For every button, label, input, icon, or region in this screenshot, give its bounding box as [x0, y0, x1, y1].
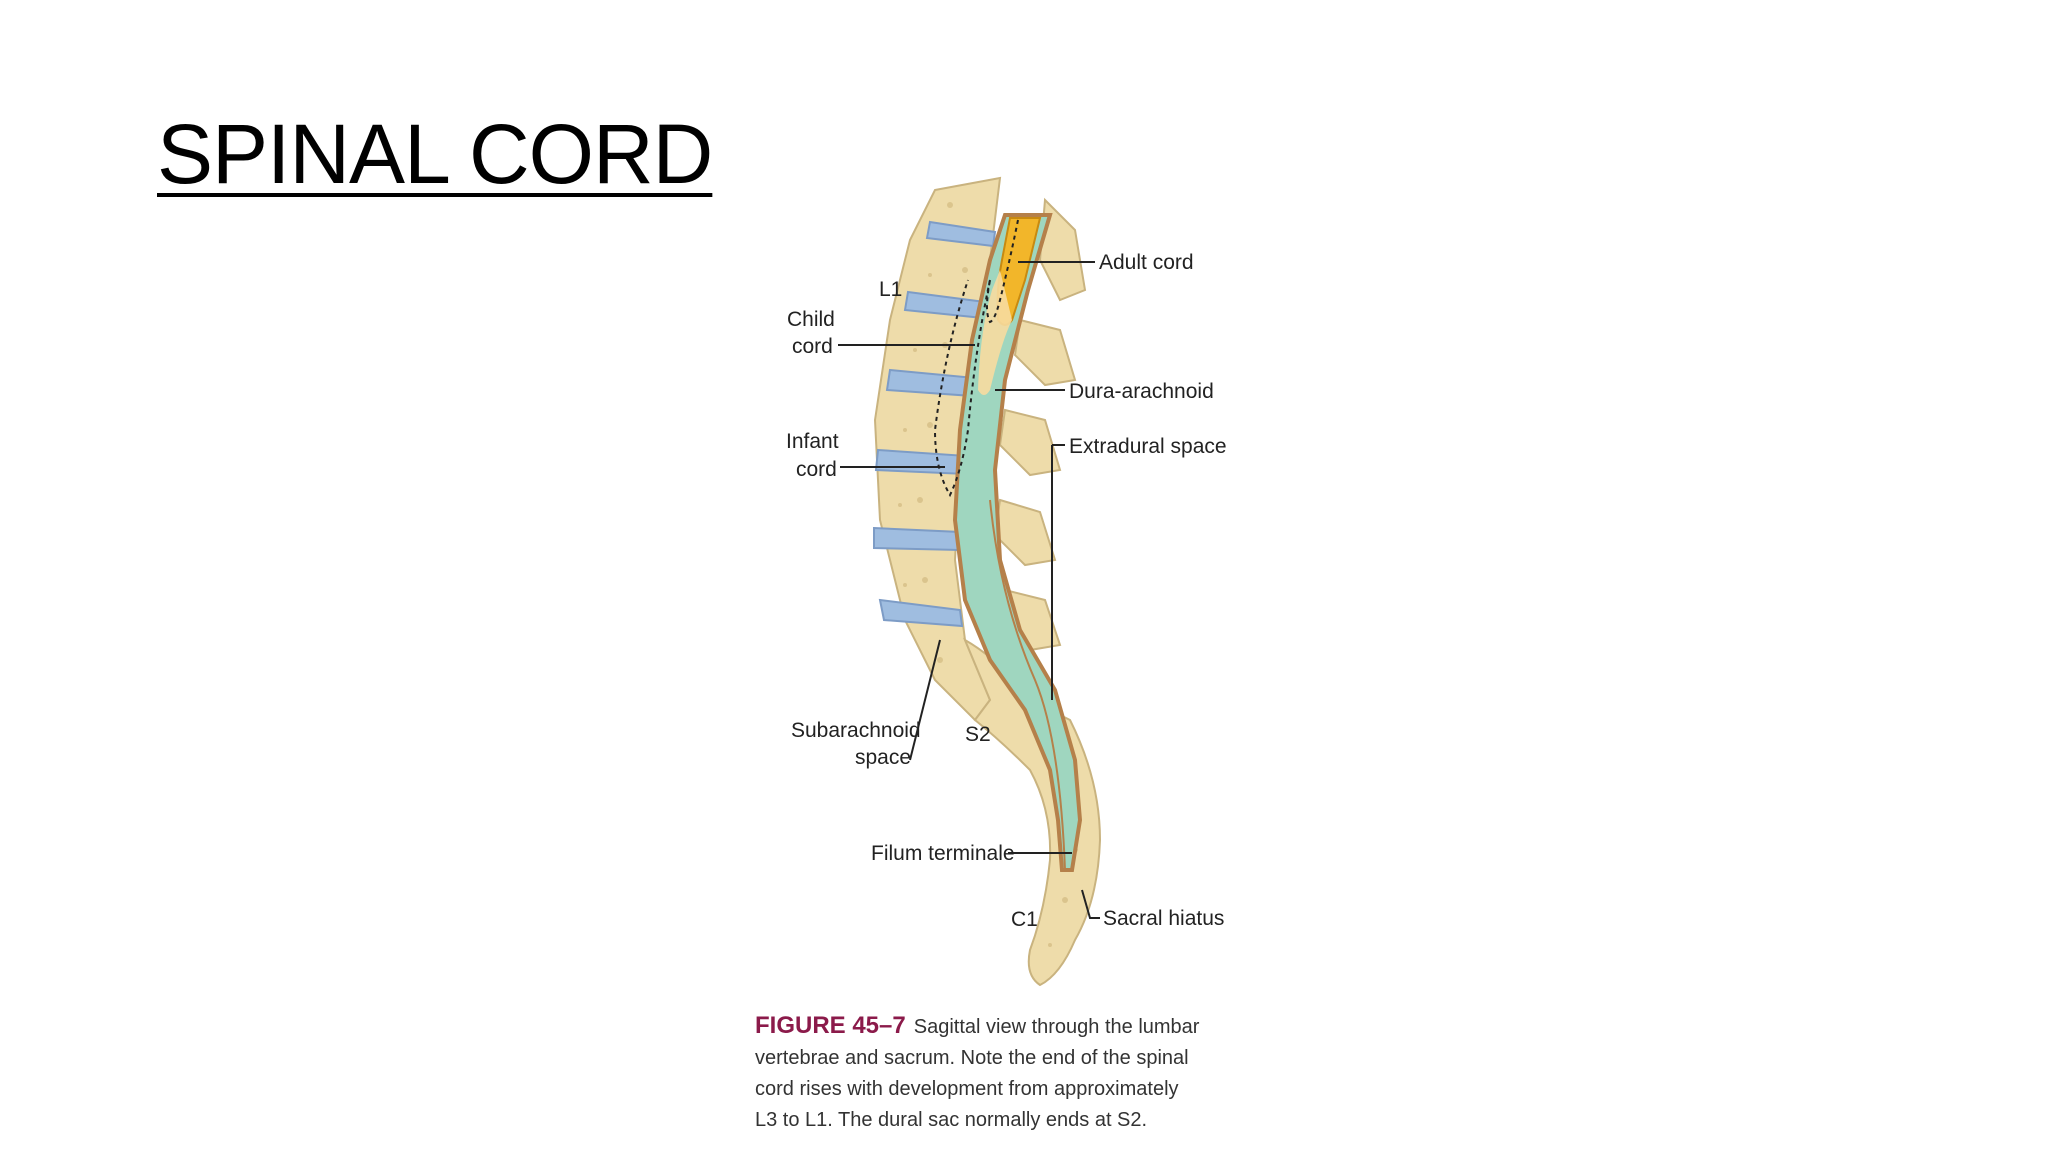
- label-dura-arachnoid: Dura-arachnoid: [1069, 380, 1214, 403]
- infant-cord-outline: [933, 279, 991, 498]
- child-cord: [978, 270, 1012, 395]
- label-s2: S2: [965, 723, 991, 746]
- filum-terminale-strand: [989, 499, 1066, 871]
- label-child-cord-line2: cord: [792, 335, 833, 358]
- label-sacral-hiatus: Sacral hiatus: [1103, 907, 1224, 930]
- label-c1: C1: [1011, 908, 1038, 931]
- leader-lines: [838, 261, 1100, 919]
- diagram-labels: L1 Child cord Infant cord Subarachnoid s…: [786, 251, 1227, 931]
- label-infant-cord-line2: cord: [796, 458, 837, 481]
- label-subarachnoid-line1: Subarachnoid: [791, 719, 921, 742]
- label-extradural-space: Extradural space: [1069, 435, 1227, 458]
- figure-caption-text: Sagittal view through the lumbar vertebr…: [755, 1016, 1200, 1131]
- figure-caption-label: FIGURE 45–7: [755, 1012, 906, 1039]
- slide-title: SPINAL CORD: [157, 107, 713, 201]
- label-subarachnoid-line2: space: [855, 746, 911, 769]
- disc-5: [873, 526, 961, 552]
- label-l1: L1: [879, 278, 902, 301]
- label-filum-terminale: Filum terminale: [871, 842, 1015, 865]
- label-adult-cord: Adult cord: [1099, 251, 1194, 274]
- label-child-cord-line1: Child: [787, 308, 835, 331]
- adult-cord-outline: [986, 219, 1019, 324]
- label-infant-cord-line1: Infant: [786, 430, 839, 453]
- disc-6: [878, 598, 964, 628]
